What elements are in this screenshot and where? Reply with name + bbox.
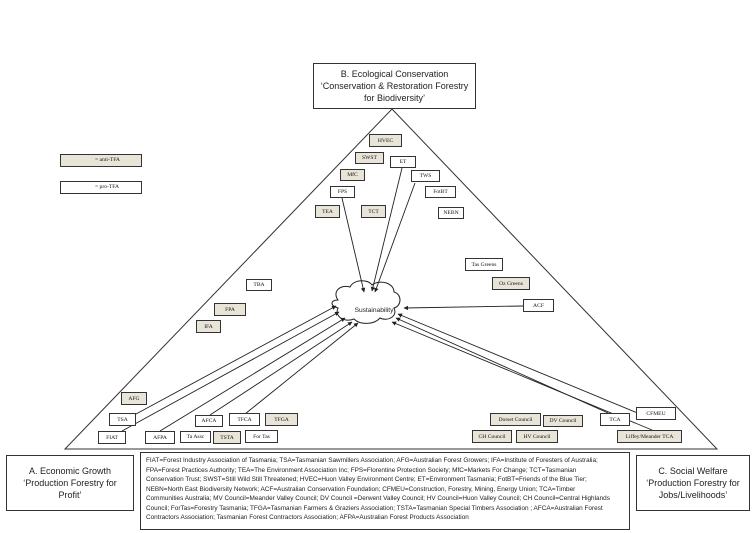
node-hvec: HVEC bbox=[369, 134, 402, 147]
corner-b-line1: B. Ecological Conservation bbox=[340, 69, 449, 79]
corner-a-line1: A. Economic Growth bbox=[28, 466, 112, 476]
node-ifa: IFA bbox=[196, 320, 221, 333]
corner-b-line3: for Biodiversity’ bbox=[363, 93, 426, 103]
node-ta-assc: Ta Assc bbox=[180, 431, 211, 443]
arrow-tws bbox=[374, 182, 416, 293]
arrow-afca bbox=[209, 321, 353, 416]
corner-c-line1: C. Social Welfare bbox=[658, 466, 728, 476]
node-dv-council: DV Council bbox=[543, 415, 583, 427]
node-tct: TCT bbox=[361, 205, 386, 218]
node-nebn: NEBN bbox=[438, 207, 464, 219]
corner-b-line2: ‘Conservation & Restoration Forestry bbox=[320, 81, 469, 91]
node-mfc: MfC bbox=[340, 169, 365, 181]
corner-b-ecological-conservation: B. Ecological Conservation ‘Conservation… bbox=[313, 63, 476, 109]
node-ch-council: CH Council bbox=[472, 430, 512, 443]
legend-label-anti: = anti-TFA bbox=[95, 157, 120, 163]
node-tws: TWS bbox=[411, 170, 440, 182]
node-afca: AFCA bbox=[195, 415, 223, 427]
abbrev-line: Communities Australia; MV Council=Meande… bbox=[146, 495, 610, 502]
node-acf: ACF bbox=[523, 299, 554, 312]
sustainability-label: Sustainability bbox=[354, 307, 394, 314]
abbrev-line: FIAT=Forest Industry Association of Tasm… bbox=[146, 457, 598, 464]
node-tfga: TFGA bbox=[265, 413, 298, 426]
abbrev-line: Council; ForTas=Forestry Tasmania; TFGA=… bbox=[146, 504, 603, 512]
abbrev-line: Conservation Trust; SWST=Still Wild Stil… bbox=[146, 476, 587, 483]
legend-swatch-pro bbox=[60, 181, 142, 194]
node-swst: SWST bbox=[355, 152, 384, 164]
node-tca: TCA bbox=[600, 413, 630, 426]
legend-swatch-anti bbox=[60, 154, 142, 167]
triangle-outline bbox=[63, 108, 719, 450]
arrow-tsa bbox=[135, 305, 337, 415]
node-tfca: TFCA bbox=[229, 413, 260, 426]
node-fotbt: FotBT bbox=[425, 186, 456, 198]
arrow-acf bbox=[403, 305, 524, 311]
corner-c-line3: Jobs/Livelihoods’ bbox=[658, 490, 728, 500]
corner-a-economic-growth: A. Economic Growth ‘Production Forestry … bbox=[6, 455, 134, 511]
node-fiat: FIAT bbox=[98, 431, 126, 444]
node-afg: AFG bbox=[121, 392, 147, 405]
node-oz-greens: Oz Greens bbox=[492, 277, 530, 290]
node-hv-council: HV Council bbox=[516, 430, 558, 443]
node-for-tas: For Tas bbox=[245, 430, 278, 443]
node-tba: TBA bbox=[246, 279, 272, 291]
node-liffey-meander-tca: Liffey/Meander TCA bbox=[617, 430, 682, 443]
corner-c-line2: ‘Production Forestry for bbox=[646, 478, 740, 488]
node-afpa: AFPA bbox=[145, 431, 175, 444]
node-tas-greens: Tas Greens bbox=[465, 258, 503, 271]
arrow-cfmeu bbox=[397, 313, 641, 415]
node-et: ET bbox=[390, 156, 416, 168]
node-tsta: TSTA bbox=[213, 431, 241, 444]
node-tsa: TSA bbox=[109, 413, 136, 426]
corner-a-line3: Profit’ bbox=[58, 490, 82, 500]
node-dorset-council: Dorset Council bbox=[490, 413, 541, 426]
legend-label-pro: = pro-TFA bbox=[95, 184, 120, 190]
abbrev-line: NEBN=North East Biodiversity Network; AC… bbox=[146, 485, 576, 493]
abbrev-line: Contractors Association; Tasmanian Fores… bbox=[146, 514, 469, 521]
corner-c-social-welfare: C. Social Welfare ‘Production Forestry f… bbox=[636, 455, 750, 511]
node-fpa: FPA bbox=[214, 303, 246, 316]
node-fps: FPS bbox=[330, 186, 355, 198]
node-cfmeu: CFMEU bbox=[636, 407, 676, 420]
sustainability-cloud bbox=[331, 280, 401, 324]
arrow-tfca bbox=[244, 322, 359, 415]
corner-a-line2: ‘Production Forestry for bbox=[23, 478, 117, 488]
arrow-fiat bbox=[121, 311, 340, 432]
arrow-afpa bbox=[159, 317, 346, 432]
abbrev-line: FPA=Forest Practices Authority; TEA=The … bbox=[146, 466, 577, 474]
arrow-et bbox=[370, 167, 403, 292]
abbreviation-key: FIAT=Forest Industry Association of Tasm… bbox=[140, 452, 630, 530]
arrow-liffey bbox=[391, 321, 653, 431]
node-tea: TEA bbox=[315, 205, 340, 218]
arrow-fps bbox=[341, 197, 366, 293]
